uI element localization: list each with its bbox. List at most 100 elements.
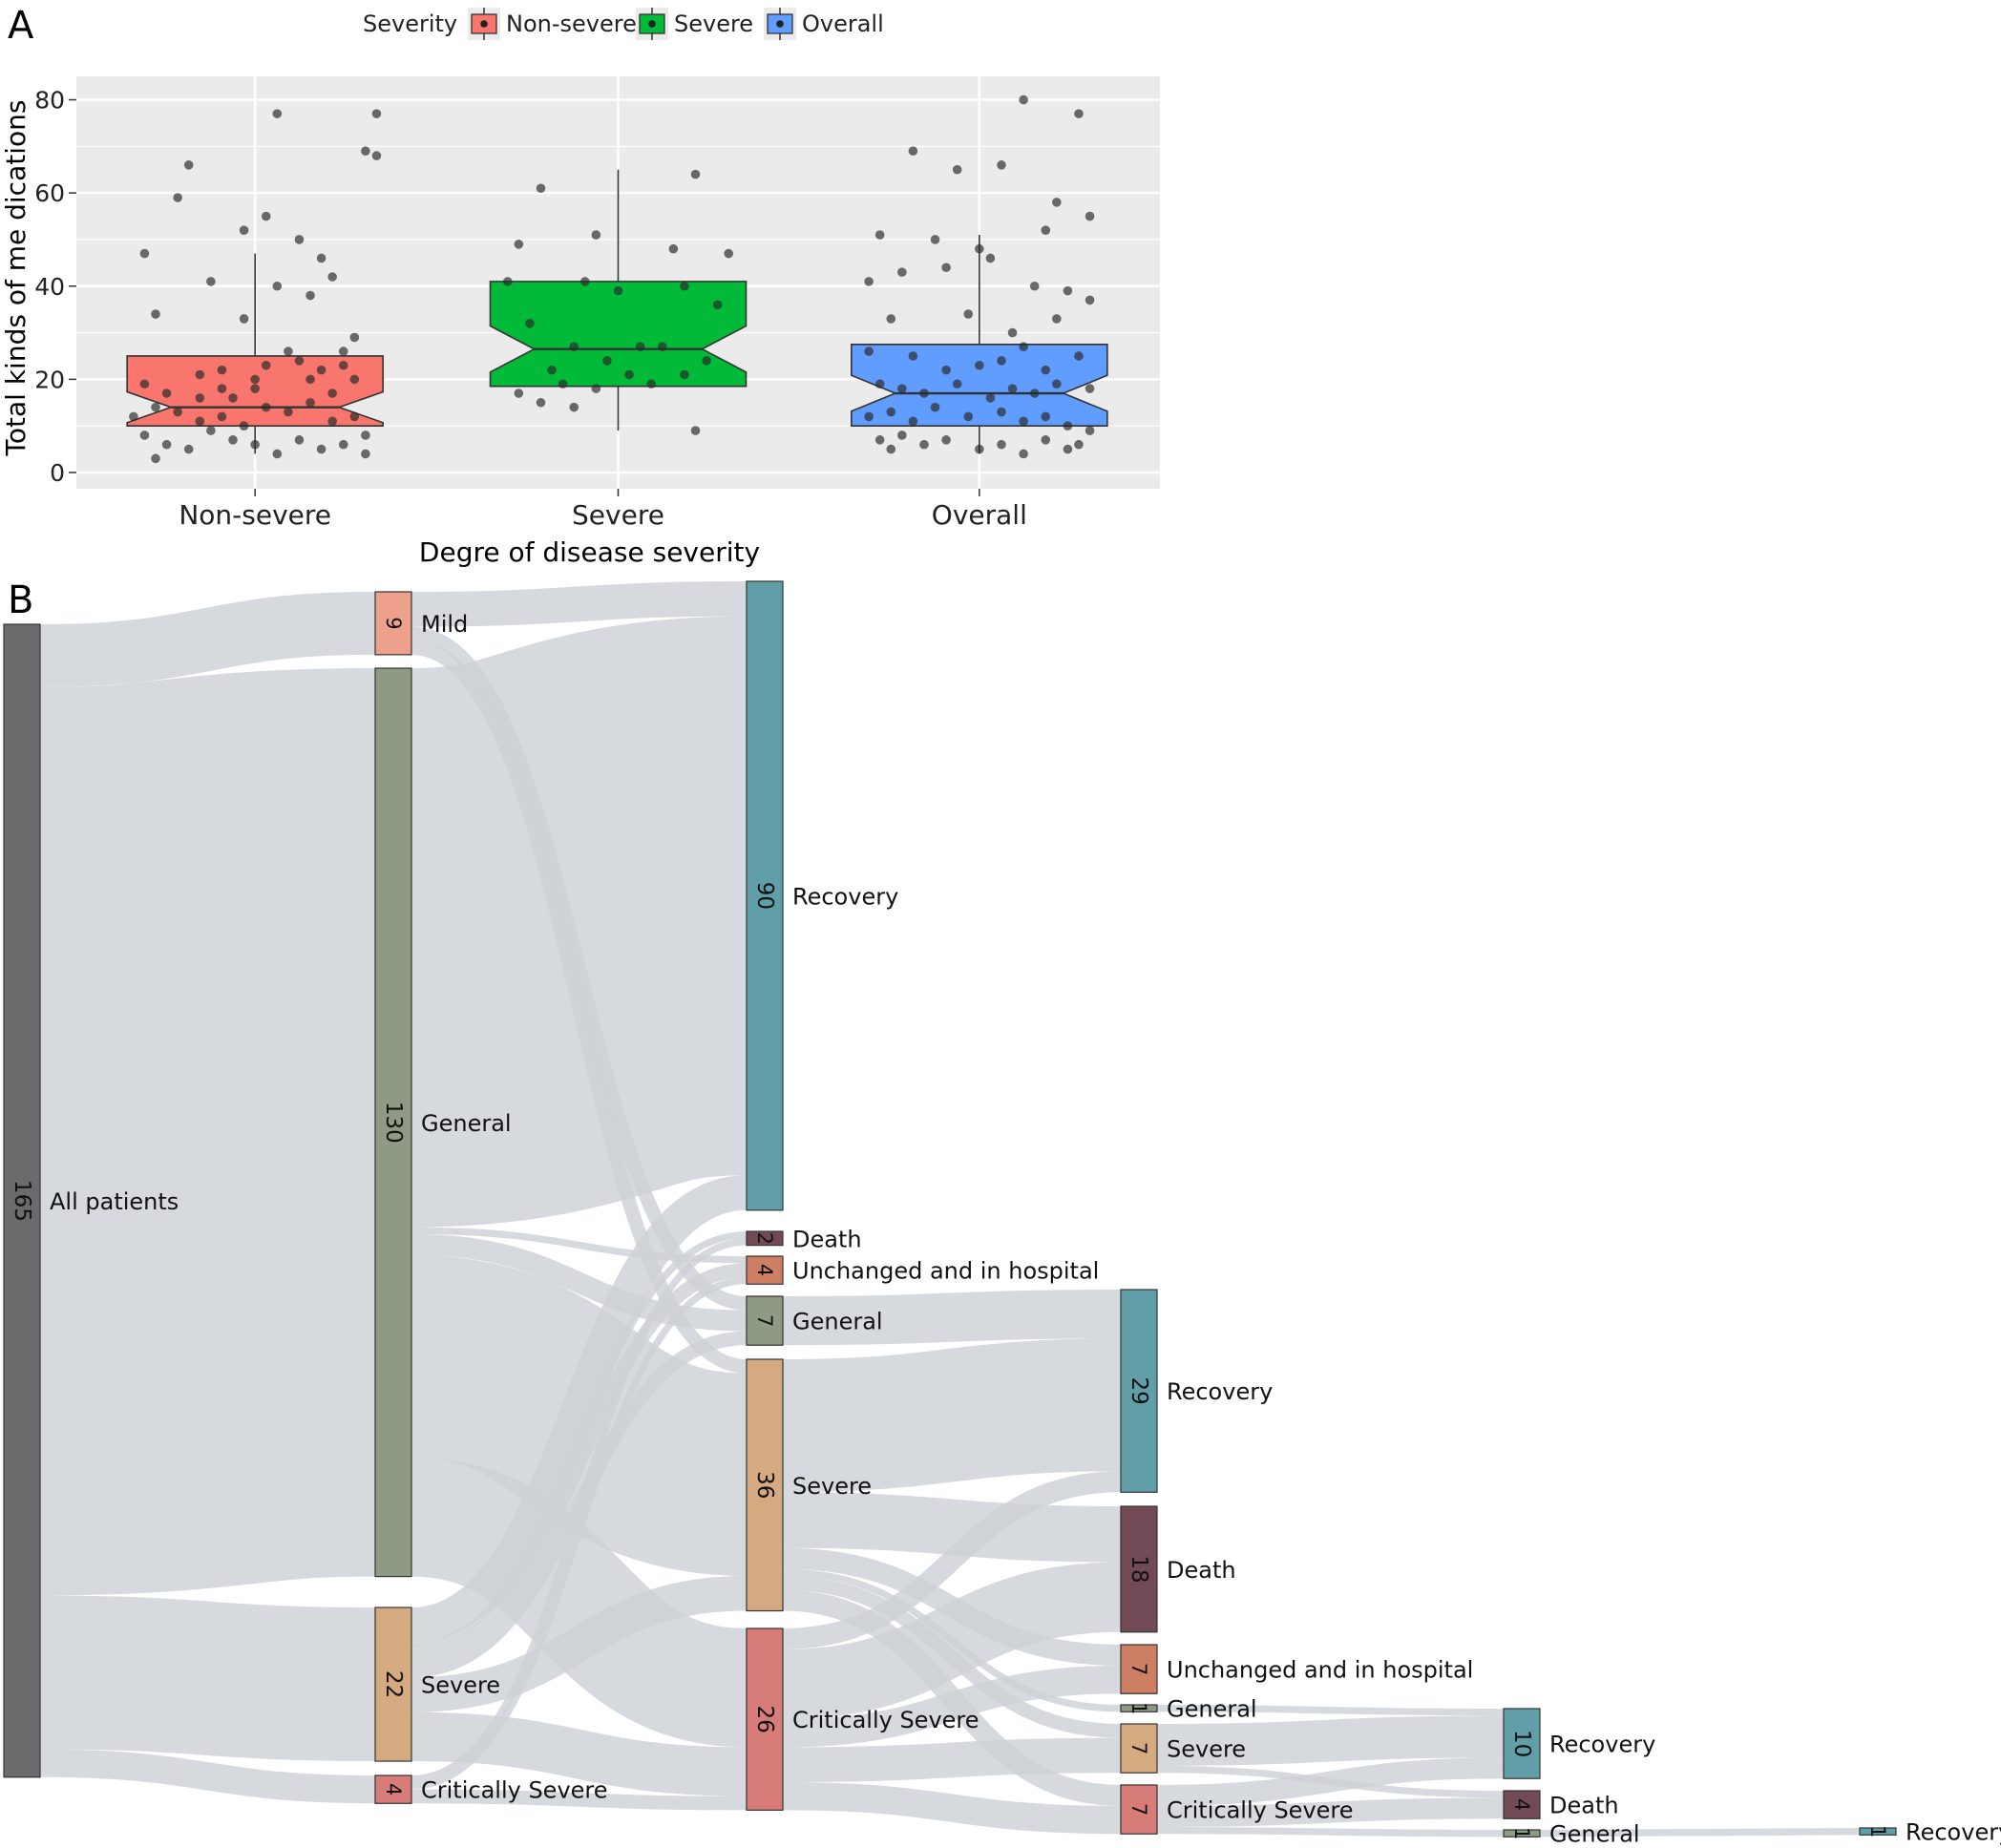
legend-title: Severity xyxy=(363,10,457,37)
node-all-value: 165 xyxy=(10,1180,34,1222)
y-axis-title: Total kinds of me dications xyxy=(0,100,32,457)
link-general-to-general2 xyxy=(411,1233,748,1332)
y-tick-label: 80 xyxy=(34,87,65,115)
node-general4 xyxy=(1503,1829,1541,1838)
node-general4-value: 1 xyxy=(1510,1827,1533,1839)
jitter-point xyxy=(1063,285,1073,296)
jitter-point xyxy=(975,444,984,454)
jitter-point xyxy=(579,277,590,286)
link-all-to-severe xyxy=(39,1595,376,1762)
jitter-point xyxy=(908,416,918,427)
jitter-point xyxy=(886,444,896,454)
jitter-point xyxy=(151,309,160,319)
jitter-point xyxy=(195,369,205,380)
jitter-point xyxy=(952,164,962,175)
panel-b-label: B xyxy=(8,578,33,622)
node-death4-value: 4 xyxy=(1510,1798,1533,1811)
node-severe3-label: Severe xyxy=(1167,1736,1246,1763)
jitter-point xyxy=(646,379,657,389)
jitter-point xyxy=(371,151,382,160)
link-all-to-general xyxy=(37,668,378,1596)
legend-entry: Non-severe xyxy=(506,10,637,37)
node-general3 xyxy=(1120,1704,1158,1712)
link-severe-to-severe2 xyxy=(411,1575,748,1712)
jitter-point xyxy=(1085,384,1095,393)
jitter-point xyxy=(952,379,962,389)
jitter-point xyxy=(239,314,249,324)
jitter-point xyxy=(173,193,182,202)
jitter-point xyxy=(349,332,360,343)
node-death4-label: Death xyxy=(1549,1793,1619,1819)
jitter-point xyxy=(139,430,150,440)
node-severe2 xyxy=(746,1358,784,1612)
node-all-label: All patients xyxy=(50,1188,179,1215)
jitter-point xyxy=(1074,109,1084,118)
jitter-point xyxy=(1041,435,1051,445)
node-unchanged3 xyxy=(1120,1644,1158,1694)
link-severe-to-recovery2 xyxy=(410,1175,748,1643)
jitter-point xyxy=(327,416,337,427)
jitter-point xyxy=(602,356,612,366)
legend-key-point xyxy=(480,20,488,28)
jitter-point xyxy=(327,272,337,282)
jitter-point xyxy=(897,384,907,393)
jitter-point xyxy=(1041,411,1051,422)
node-general-value: 130 xyxy=(381,1102,406,1144)
jitter-point xyxy=(864,411,874,422)
link-general3-to-recovery4 xyxy=(1156,1705,1505,1716)
jitter-point xyxy=(941,365,951,375)
jitter-point xyxy=(874,379,885,389)
jitter-point xyxy=(635,342,645,352)
link-severe2-to-death3 xyxy=(782,1492,1122,1563)
jitter-point xyxy=(897,267,907,277)
link-crit3-to-recovery4 xyxy=(1156,1757,1505,1806)
node-unchanged3-label: Unchanged and in hospital xyxy=(1167,1657,1473,1684)
jitter-point xyxy=(261,360,271,370)
node-death4 xyxy=(1503,1790,1541,1819)
jitter-point xyxy=(305,290,315,301)
legend-entry: Overall xyxy=(802,10,884,37)
jitter-point xyxy=(349,411,360,422)
sankey-links xyxy=(37,581,1861,1838)
jitter-point xyxy=(129,411,138,422)
jitter-point xyxy=(874,230,885,240)
node-severe3-value: 7 xyxy=(1127,1742,1150,1754)
jitter-point xyxy=(361,430,370,440)
jitter-point xyxy=(613,285,623,296)
jitter-point xyxy=(502,277,513,286)
node-recovery2-label: Recovery xyxy=(792,883,898,910)
jitter-point xyxy=(690,169,701,179)
jitter-point xyxy=(228,393,238,403)
jitter-point xyxy=(702,356,711,366)
jitter-point xyxy=(547,365,557,375)
jitter-point xyxy=(161,439,172,450)
node-recovery5-label: Recovery xyxy=(1906,1819,2001,1846)
node-crit xyxy=(374,1774,412,1804)
jitter-point xyxy=(886,314,896,324)
panel-a-label: A xyxy=(8,4,34,48)
jitter-point xyxy=(349,374,360,385)
jitter-point xyxy=(1029,281,1040,291)
jitter-point xyxy=(668,243,679,254)
node-mild-value: 9 xyxy=(382,617,405,629)
jitter-point xyxy=(338,360,348,370)
jitter-point xyxy=(690,426,701,435)
jitter-point xyxy=(1052,198,1062,207)
jitter-point xyxy=(217,411,227,422)
jitter-point xyxy=(261,402,271,412)
node-unchanged2-value: 4 xyxy=(753,1264,776,1276)
jitter-point xyxy=(294,435,305,445)
jitter-point xyxy=(272,109,283,118)
jitter-point xyxy=(1007,327,1018,338)
jitter-point xyxy=(217,384,227,393)
jitter-point xyxy=(963,411,974,422)
jitter-point xyxy=(1019,416,1028,427)
node-death2-value: 2 xyxy=(753,1232,776,1245)
jitter-point xyxy=(591,230,601,240)
node-recovery4 xyxy=(1503,1708,1541,1779)
jitter-point xyxy=(1063,444,1073,454)
jitter-point xyxy=(228,435,238,445)
jitter-point xyxy=(261,211,271,221)
jitter-point xyxy=(195,416,205,427)
jitter-point xyxy=(151,402,160,412)
